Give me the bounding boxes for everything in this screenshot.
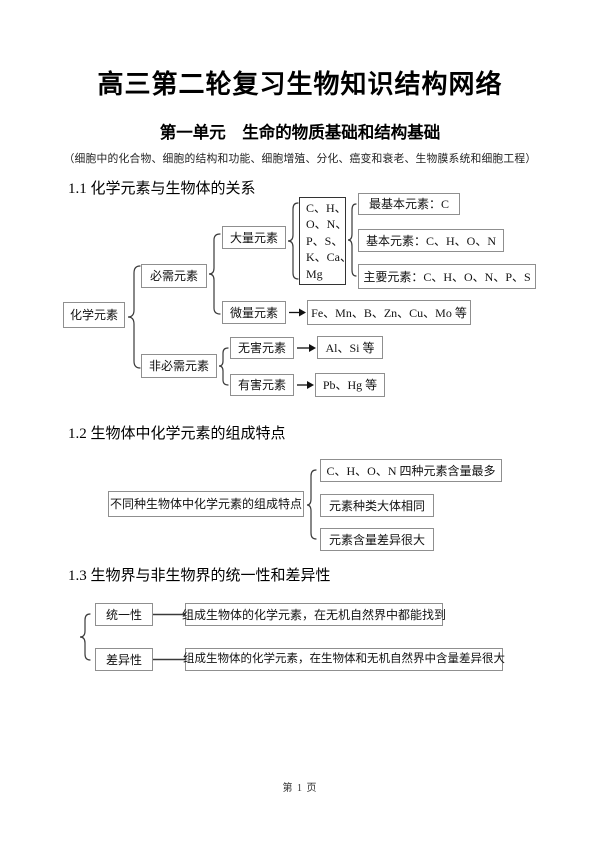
major-element-line: C、H、 (306, 200, 347, 215)
section-1-3-heading: 1.3 生物界与非生物界的统一性和差异性 (68, 568, 331, 584)
node-most-basic-element: 最基本元素：C (358, 193, 460, 215)
node-major-elements: 大量元素 (222, 226, 286, 249)
node-basic-elements: 基本元素：C、H、O、N (358, 229, 504, 252)
unit-scope-note: （细胞中的化合物、细胞的结构和功能、细胞增殖、分化、癌变和衰老、生物膜系统和细胞… (63, 153, 537, 165)
arrow-harmless-head (309, 344, 316, 352)
node-unity: 统一性 (95, 603, 153, 626)
node-composition-point-3: 元素含量差异很大 (320, 528, 434, 551)
brace-unity-difference (79, 613, 91, 661)
node-harmless-elements: 无害元素 (230, 337, 294, 359)
node-trace-examples: Fe、Mn、B、Zn、Cu、Mo 等 (307, 300, 471, 325)
node-composition-point-1: C、H、O、N 四种元素含量最多 (320, 459, 502, 482)
node-composition-point-2: 元素种类大体相同 (320, 494, 434, 517)
node-difference: 差异性 (95, 648, 153, 671)
brace-essential (208, 233, 221, 315)
node-difference-description: 组成生物体的化学元素，在生物体和无机自然界中含量差异很大 (183, 648, 505, 671)
brace-major-elements (347, 203, 357, 277)
unit-title: 第一单元 生命的物质基础和结构基础 (159, 123, 441, 142)
node-composition-subject: 不同种生物体中化学元素的组成特点 (108, 491, 304, 517)
node-non-essential-elements: 非必需元素 (141, 354, 217, 378)
node-chemical-elements: 化学元素 (63, 302, 125, 328)
page-title: 高三第二轮复习生物知识结构网络 (97, 69, 503, 99)
major-element-line: O、N、 (306, 217, 348, 232)
brace-non-essential (218, 347, 229, 386)
section-1-2-heading: 1.2 生物体中化学元素的组成特点 (68, 426, 286, 442)
major-element-line: K、Ca、 (306, 250, 352, 265)
node-trace-elements: 微量元素 (222, 301, 286, 324)
node-essential-elements: 必需元素 (141, 264, 207, 288)
brace-major (287, 202, 299, 280)
section-1-1-heading: 1.1 化学元素与生物体的关系 (68, 181, 256, 197)
node-harmful-elements: 有害元素 (230, 374, 294, 396)
brace-chem (127, 265, 141, 369)
node-harmful-examples: Pb、Hg 等 (315, 373, 385, 397)
brace-composition (306, 469, 317, 540)
arrow-trace-head (299, 308, 306, 317)
page-number: 第 1 页 (282, 783, 318, 794)
node-major-element-list: C、H、 O、N、 P、S、 K、Ca、 Mg (299, 197, 352, 285)
major-element-line: Mg (306, 266, 323, 281)
arrow-harmful-head (307, 381, 314, 389)
node-main-elements: 主要元素：C、H、O、N、P、S (358, 264, 536, 289)
node-harmless-examples: Al、Si 等 (317, 336, 383, 359)
node-unity-description: 组成生物体的化学元素，在无机自然界中都能找到 (182, 603, 446, 626)
major-element-line: P、S、 (306, 233, 344, 248)
